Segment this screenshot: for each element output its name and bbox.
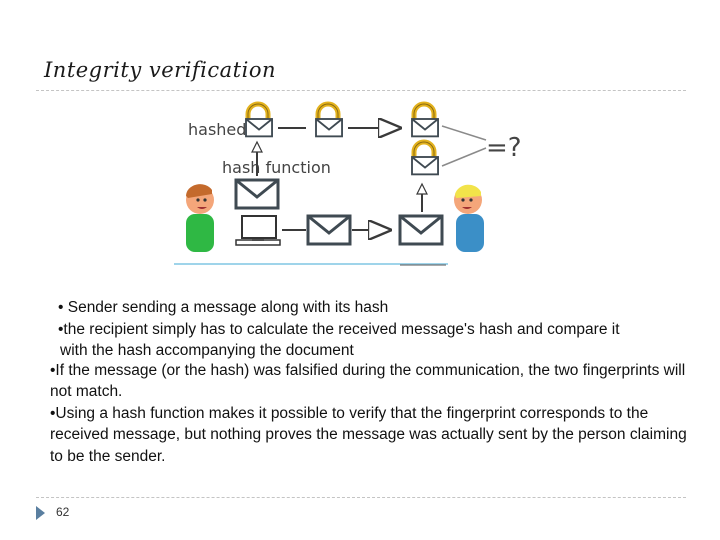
person-icon — [454, 184, 484, 252]
footer-triangle-icon — [36, 506, 45, 520]
arrow-icon — [416, 182, 428, 195]
page-number: 62 — [56, 505, 70, 519]
envelope-icon — [315, 118, 343, 138]
envelope-icon — [245, 118, 273, 138]
bullet-1: • Sender sending a message along with it… — [58, 299, 389, 316]
footer-divider — [36, 497, 686, 498]
envelope-icon — [234, 178, 280, 210]
compare-line-top — [441, 125, 487, 141]
person-icon — [186, 184, 214, 252]
bullet-list: • Sender sending a message along with it… — [50, 297, 690, 467]
hash-diagram: =? hashed hash function — [174, 0, 522, 266]
bullet-4: •Using a hash function makes it possible… — [50, 404, 687, 465]
envelope-icon — [411, 118, 439, 138]
bullet-3: •If the message (or the hash) was falsif… — [50, 361, 686, 401]
compare-line-bottom — [441, 147, 487, 167]
bullet-2: •the recipient simply has to calculate t… — [58, 320, 620, 338]
slide-title: Integrity verification — [44, 58, 277, 82]
bullet-2-continuation: with the hash accompanying the document — [60, 342, 354, 359]
arrow-icon — [251, 140, 263, 153]
hash-function-label: hash function — [222, 158, 331, 177]
envelope-icon — [398, 214, 444, 246]
hashed-label: hashed — [188, 120, 246, 139]
compare-label: =? — [486, 133, 522, 163]
envelope-icon — [306, 214, 352, 246]
title-divider — [36, 90, 686, 91]
envelope-icon — [411, 156, 439, 176]
computer-icon — [235, 215, 281, 246]
